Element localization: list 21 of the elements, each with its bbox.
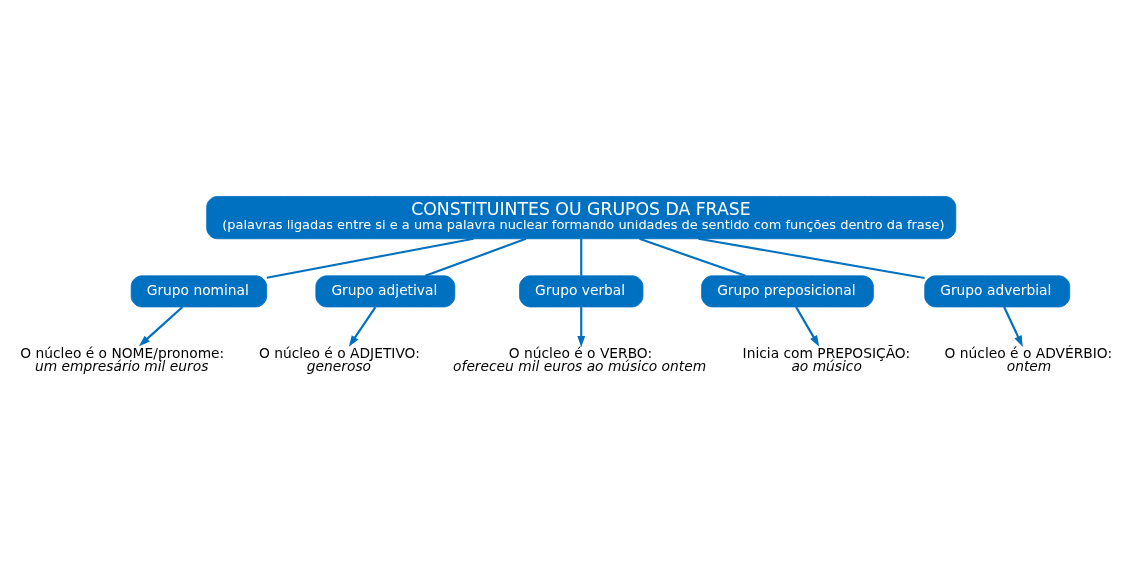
- node-text: O núcleo é o ADVÉRBIO: ontem: [944, 344, 1113, 374]
- connector: [698, 237, 925, 279]
- node-box: Grupo adjetival: [315, 274, 456, 307]
- node-text: O núcleo é o VERBO: ofereceu mil euros ao músico ontem: [453, 344, 707, 374]
- arrow: [795, 306, 820, 347]
- connector: [424, 237, 527, 277]
- arrow: [1003, 306, 1023, 347]
- node-text: Inicia com PREPOSIÇÃO: ao músico: [742, 344, 911, 374]
- connector: [639, 237, 746, 277]
- arrow: [577, 306, 586, 347]
- connector: [266, 237, 474, 279]
- node-box: Grupo nominal: [130, 274, 268, 307]
- node-box: Grupo adverbial: [924, 274, 1071, 307]
- node-text: O núcleo é o NOME/pronome: um empresário mil euros: [20, 344, 225, 374]
- arrow: [348, 305, 377, 347]
- node-box: CONSTITUINTES OU GRUPOS DA FRASE (palavras ligadas entre si e a uma palavra nuclear formando unidades de sentido com funções dentro da frase): [206, 195, 957, 239]
- node-box: Grupo preposicional: [701, 274, 874, 307]
- arrow: [138, 305, 184, 346]
- node-text: O núcleo é o ADJETIVO: generoso: [258, 344, 420, 374]
- connector: [580, 238, 583, 276]
- node-box: Grupo verbal: [519, 274, 644, 307]
